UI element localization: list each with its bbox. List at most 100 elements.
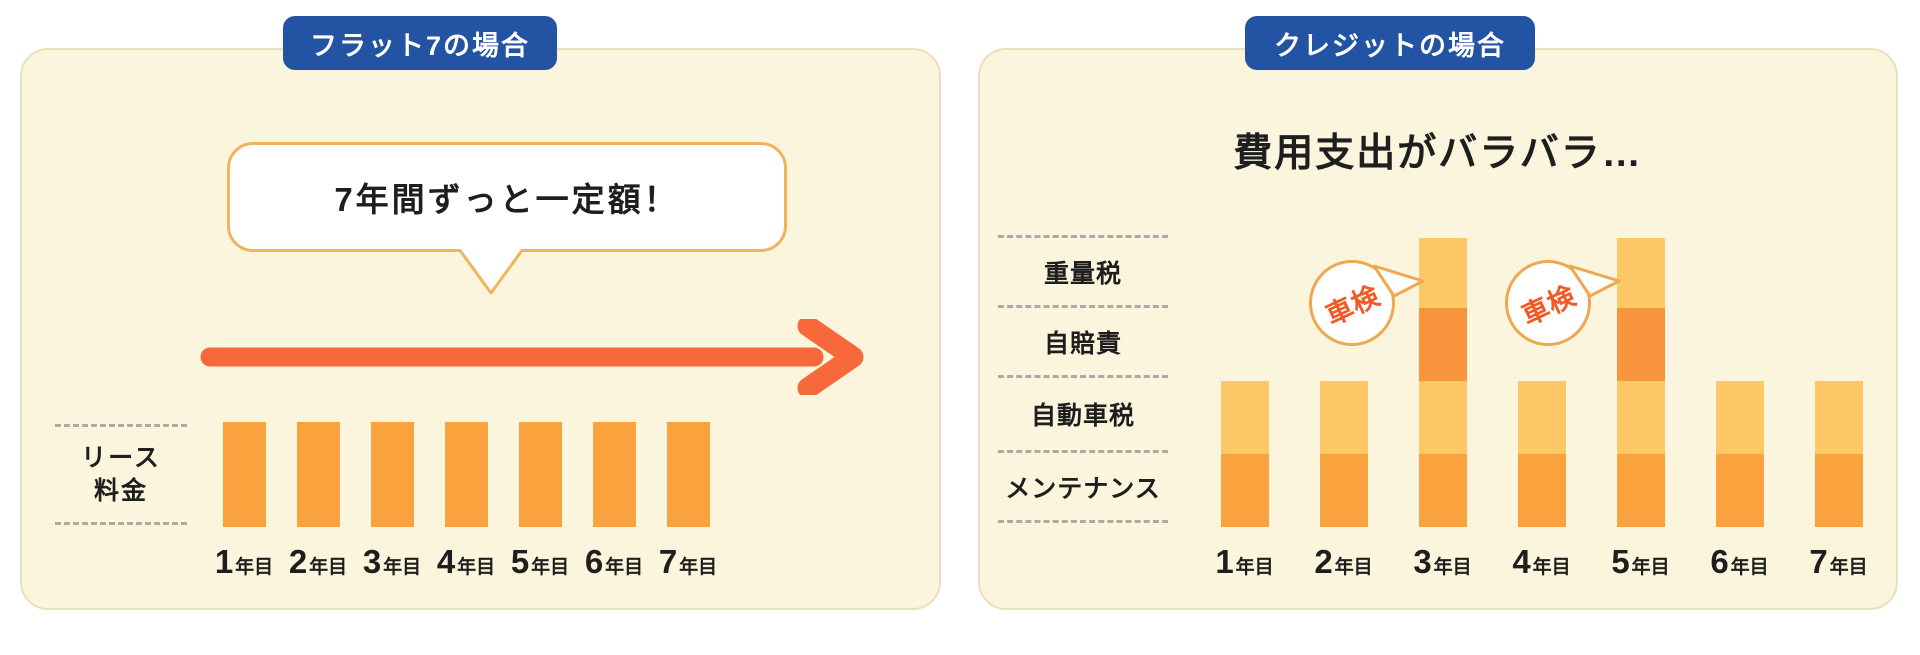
flat7-title-label: フラット7の場合 — [309, 30, 531, 61]
lease-bar-stack — [666, 422, 710, 527]
constant-amount-speech-bubble: 7年間ずっと一定額！ — [227, 142, 787, 252]
lease-bar — [444, 422, 488, 527]
year-number: 5 — [510, 543, 530, 580]
bar-segment-自動車税 — [1319, 381, 1368, 454]
lease-bar-stack — [370, 422, 414, 527]
lease-bar — [666, 422, 710, 527]
bar-segment-自動車税 — [1517, 381, 1566, 454]
lease-bar-stack — [518, 422, 562, 527]
lease-bar — [370, 422, 414, 527]
bar-segment-自動車税 — [1220, 381, 1269, 454]
credit-title-badge: クレジットの場合 — [1245, 16, 1535, 70]
bar-segment-メンテナンス — [1814, 454, 1863, 527]
credit-bar-stack — [1616, 238, 1665, 527]
year-number: 6 — [1710, 543, 1729, 580]
speech-bubble-tail-icon — [457, 249, 525, 295]
bar-segment-メンテナンス — [1220, 454, 1269, 527]
credit-bar-stack — [1517, 238, 1566, 527]
credit-bar-stack — [1220, 238, 1269, 527]
year-suffix: 年目 — [1433, 557, 1472, 578]
bar-segment-自賠責 — [1616, 308, 1665, 381]
bar-segment-メンテナンス — [1418, 454, 1467, 527]
flat7-title-badge: フラット7の場合 — [283, 16, 557, 70]
lease-bar-stack — [444, 422, 488, 527]
year-suffix: 年目 — [1334, 557, 1373, 578]
year-suffix: 年目 — [1235, 557, 1274, 578]
lease-fee-line2: 料金 — [93, 476, 148, 505]
year-number: 5 — [1611, 543, 1630, 580]
year-number: 1 — [1215, 543, 1234, 580]
bar-segment-メンテナンス — [1616, 454, 1665, 527]
cost-row-label: メンテナンス — [998, 450, 1168, 523]
bar-segment-メンテナンス — [1517, 454, 1566, 527]
bar-segment-自動車税 — [1418, 381, 1467, 454]
year-suffix: 年目 — [1631, 557, 1670, 578]
year-suffix: 年目 — [457, 557, 496, 578]
lease-fee-line1: リース — [81, 444, 161, 472]
bar-segment-重量税 — [1418, 238, 1467, 308]
inspection-bubble-tail-year5-icon — [1569, 264, 1621, 298]
credit-bar-stack — [1814, 238, 1863, 527]
cost-category-labels: 重量税自賠責自動車税メンテナンス — [998, 235, 1168, 523]
credit-bar-stack — [1418, 238, 1467, 527]
lease-bar-stack — [296, 422, 340, 527]
lease-bar — [296, 422, 340, 527]
lease-bar-stack — [222, 422, 266, 527]
credit-title-label: クレジットの場合 — [1274, 30, 1506, 61]
cost-row-label: 自賠責 — [998, 305, 1168, 375]
bar-segment-メンテナンス — [1715, 454, 1764, 527]
year-suffix: 年目 — [679, 557, 718, 578]
bar-segment-自動車税 — [1814, 381, 1863, 454]
year-number: 7 — [1809, 543, 1828, 580]
year-number: 3 — [1413, 543, 1432, 580]
year-suffix: 年目 — [1829, 557, 1868, 578]
credit-bar-stack — [1715, 238, 1764, 527]
year-suffix: 年目 — [235, 557, 274, 578]
year-number: 7 — [658, 543, 678, 580]
year-number: 2 — [288, 543, 308, 580]
constant-amount-text: 7年間ずっと一定額！ — [334, 181, 680, 218]
year-suffix: 年目 — [531, 557, 570, 578]
year-suffix: 年目 — [383, 557, 422, 578]
year-number: 3 — [362, 543, 382, 580]
year-suffix: 年目 — [1532, 557, 1571, 578]
year-suffix: 年目 — [1730, 557, 1769, 578]
year-number: 1 — [214, 543, 234, 580]
inspection-bubble-tail-year3-icon — [1373, 264, 1425, 298]
lease-bar — [518, 422, 562, 527]
lease-bar — [222, 422, 266, 527]
year-suffix: 年目 — [605, 557, 644, 578]
cost-row-label: 重量税 — [998, 235, 1168, 305]
bar-segment-重量税 — [1616, 238, 1665, 308]
lease-bar — [592, 422, 636, 527]
year-suffix: 年目 — [309, 557, 348, 578]
year-number: 4 — [436, 543, 456, 580]
